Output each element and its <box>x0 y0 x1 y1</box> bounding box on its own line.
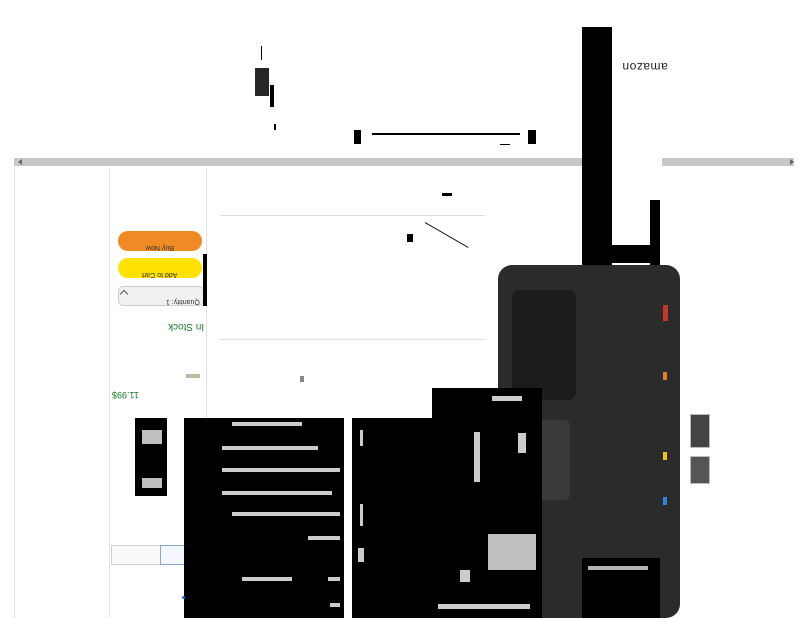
scan-mark-small <box>270 85 274 107</box>
check-mark <box>407 234 413 242</box>
color-swatch-orange[interactable] <box>663 372 667 380</box>
dark-bar-mid <box>612 245 650 263</box>
brand-logo-text: amazon <box>622 60 668 74</box>
product-image-inner <box>512 290 576 400</box>
details-line-2 <box>222 446 318 450</box>
quantity-label: Quantity: 1 <box>166 298 200 305</box>
bottom-strip-mark <box>588 566 648 570</box>
details-panel-side <box>184 418 218 498</box>
connector-mark <box>442 193 452 196</box>
details-line-3 <box>222 468 340 472</box>
left-block-mark <box>142 430 162 444</box>
color-swatch-yellow[interactable] <box>663 452 667 460</box>
add-to-cart-label: Add to Cart <box>142 271 178 278</box>
buy-now-label: Buy Now <box>145 244 174 251</box>
spec-mark-4 <box>360 504 363 526</box>
thumbnail-1[interactable] <box>690 414 710 448</box>
spec-mark-5 <box>488 534 536 570</box>
spec-panel-top <box>432 388 542 420</box>
details-line-7 <box>242 577 292 581</box>
page-left-edge <box>14 166 15 618</box>
toggle-option-2[interactable] <box>160 545 186 565</box>
price-label: 11.99$ <box>112 390 139 400</box>
details-line-5 <box>232 512 340 516</box>
thumbnail-2[interactable] <box>690 456 710 484</box>
spec-mark-7 <box>460 570 470 582</box>
small-dot <box>182 596 185 599</box>
details-line-4 <box>222 491 332 495</box>
search-bar-tick-right <box>528 130 536 144</box>
spec-mark-2 <box>474 432 480 482</box>
spec-line-bottom <box>438 604 530 609</box>
nav-arrow-left-icon[interactable] <box>18 159 22 165</box>
in-stock-label: In Stock <box>168 321 205 332</box>
delivery-small-text <box>186 374 200 378</box>
spec-mark-6 <box>358 548 364 562</box>
options-box <box>220 215 485 340</box>
search-bar-dash <box>500 144 510 145</box>
color-swatch-red[interactable] <box>663 305 668 321</box>
return-small-text <box>300 376 304 382</box>
nav-arrow-right-icon[interactable] <box>790 159 794 165</box>
select-side-mark <box>203 254 207 306</box>
buy-now-button[interactable] <box>118 231 202 251</box>
spec-mark-1 <box>360 430 363 446</box>
details-line-6 <box>308 536 340 540</box>
buybox-divider <box>109 168 110 618</box>
search-bar-line <box>372 133 520 135</box>
spec-panel <box>352 418 542 618</box>
details-line-8 <box>328 577 340 581</box>
scan-mark-top <box>255 68 269 96</box>
details-line-1 <box>232 422 302 426</box>
details-line-9 <box>330 603 340 607</box>
left-block-mark-2 <box>142 478 162 488</box>
color-swatch-blue[interactable] <box>663 497 667 505</box>
toggle-option-1[interactable] <box>111 545 161 565</box>
brand-logo: amazon <box>622 58 672 78</box>
nav-bar-right <box>662 158 794 166</box>
spec-mark-3 <box>518 433 526 453</box>
scan-mark-dot <box>274 124 276 130</box>
nav-bar-left <box>14 158 584 166</box>
spec-line-1 <box>492 396 522 401</box>
search-bar-tick-left <box>354 130 361 144</box>
scan-mark-vert <box>261 46 262 60</box>
add-to-cart-button[interactable] <box>118 258 202 278</box>
